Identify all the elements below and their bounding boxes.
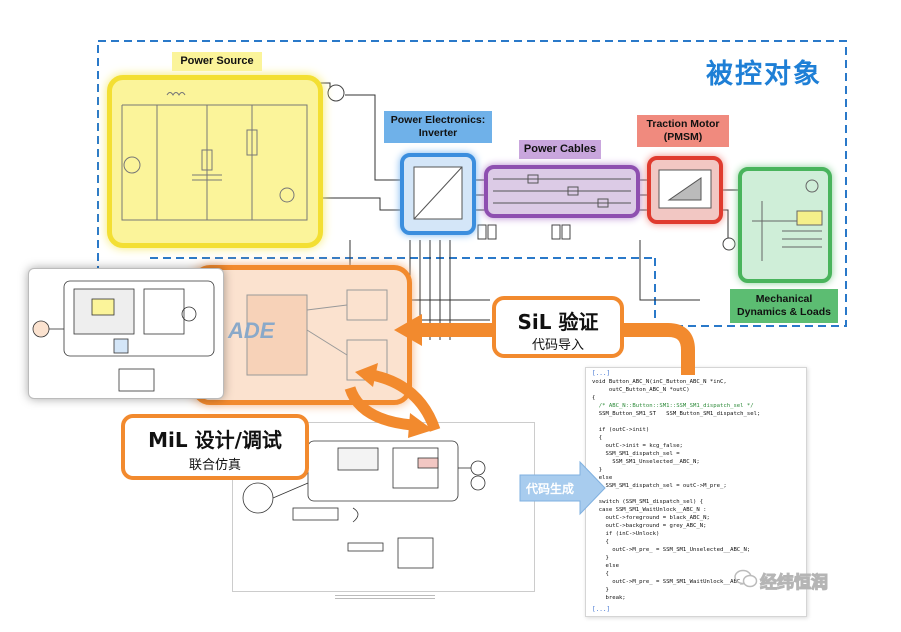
code-line: } [592, 555, 609, 561]
motor-symbol [658, 169, 712, 209]
mil-loop-arrow-up-head [355, 363, 378, 387]
wire-source-bottom [320, 197, 402, 211]
mil-callout: MiL 设计/调试 联合仿真 [121, 414, 309, 480]
plant-title: 被控对象 [706, 59, 822, 90]
inverter-block [400, 153, 476, 235]
code-line: { [592, 539, 609, 545]
mechanical-label-line1: Mechanical [755, 293, 813, 305]
sil-callout: SiL 验证 代码导入 [492, 296, 624, 358]
voltage-sensor [327, 84, 345, 102]
code-line: SSM_SM1_dispatch_sel = [592, 451, 680, 457]
code-top-marker: [...] [592, 370, 611, 377]
code-line: outC->init = kcg_false; [592, 443, 683, 449]
power-source-block [107, 75, 323, 248]
controller-internals [246, 289, 388, 381]
code-listing: void Button_ABC_N(inC_Button_ABC_N *inC,… [592, 378, 760, 602]
inverter-label-line1: Power Electronics: [390, 114, 486, 126]
mil-inset-window [28, 268, 224, 399]
cable-switches [493, 174, 631, 208]
code-line: switch (SSM_SM1_dispatch_sel) { [592, 499, 704, 505]
controller-block [192, 265, 412, 405]
inverter-label-line2: Inverter [418, 127, 458, 139]
traction-label-line2: (PMSM) [663, 131, 703, 143]
mil-inset-model [32, 280, 215, 392]
mechanical-diagram [752, 179, 823, 261]
code-line: /* ABC_N::Button::SM1::SSM_SM1_dispatch_… [592, 403, 754, 409]
mil-loop-arrow-down [344, 386, 413, 431]
mil-subtitle: 联合仿真 [188, 458, 241, 473]
inverter-symbol [413, 166, 463, 220]
code-line: } [592, 467, 603, 473]
wire-right-down [639, 240, 700, 301]
current-sensors [477, 224, 571, 240]
code-panel: [...] void Button_ABC_N(inC_Button_ABC_N… [585, 367, 807, 617]
mechanical-label-line2: Dynamics & Loads [737, 306, 831, 318]
sil-arrow-head [394, 314, 422, 346]
code-line: { [592, 395, 596, 401]
code-line: case SSM_SM1_WaitUnlock__ABC_N : [592, 507, 707, 513]
sil-arrow [420, 323, 695, 375]
speed-sensor [722, 237, 736, 251]
power-cables-block [484, 165, 640, 218]
inverter-label: Power Electronics: Inverter [384, 111, 492, 143]
wire-source-inverter [345, 94, 402, 181]
code-line: SSM_SM1_Unselected__ABC_N; [592, 459, 700, 465]
mil-title: MiL 设计/调试 [148, 428, 282, 452]
power-source-circuit [121, 92, 308, 221]
traction-label-line1: Traction Motor [646, 118, 720, 130]
watermark-text: 经纬恒润 [760, 573, 829, 594]
code-line: else [592, 563, 619, 569]
ade-logo: ADE [228, 318, 275, 343]
code-line: else [592, 475, 613, 481]
wechat-icon [734, 569, 758, 588]
code-line: outC->background = grey_ABC_N; [592, 523, 707, 529]
code-line: { [592, 571, 609, 577]
mil-loop-arrow-down-head [408, 413, 433, 438]
codegen-label: 代码生成 [526, 482, 575, 496]
code-line: void Button_ABC_N(inC_Button_ABC_N *inC, [592, 379, 727, 385]
sil-title: SiL 验证 [517, 310, 599, 334]
mechanical-block [738, 167, 832, 283]
sil-subtitle: 代码导入 [531, 338, 584, 353]
code-line: } [592, 587, 609, 593]
mil-model-caption-line [335, 595, 435, 599]
mechanical-label: Mechanical Dynamics & Loads [730, 289, 838, 323]
code-line: outC->M_pre_ = SSM_SM1_WaitUnlock__ABC_N… [592, 579, 751, 585]
traction-motor-block [647, 156, 723, 224]
traction-motor-label: Traction Motor (PMSM) [637, 115, 729, 147]
code-line: outC_Button_ABC_N *outC) [592, 387, 690, 393]
power-source-label: Power Source [172, 52, 262, 71]
code-line: if (inC->Unlock) [592, 531, 660, 537]
power-cables-label: Power Cables [519, 140, 601, 159]
mil-loop-arrow-up [370, 369, 441, 432]
code-line: { [592, 435, 603, 441]
code-bottom-marker: [...] [592, 606, 611, 613]
code-line: break; [592, 595, 626, 601]
codegen-arrow [519, 460, 606, 516]
code-line: SSM_SM1_dispatch_sel = outC->M_pre_; [592, 483, 727, 489]
code-line: outC->foreground = black_ABC_N; [592, 515, 710, 521]
code-line: if (outC->init) [592, 427, 650, 433]
code-line: SSM_Button_SM1_ST SSM_Button_SM1_dispatc… [592, 411, 761, 417]
code-line: outC->M_pre_ = SSM_SM1_Unselected__ABC_N… [592, 547, 751, 553]
